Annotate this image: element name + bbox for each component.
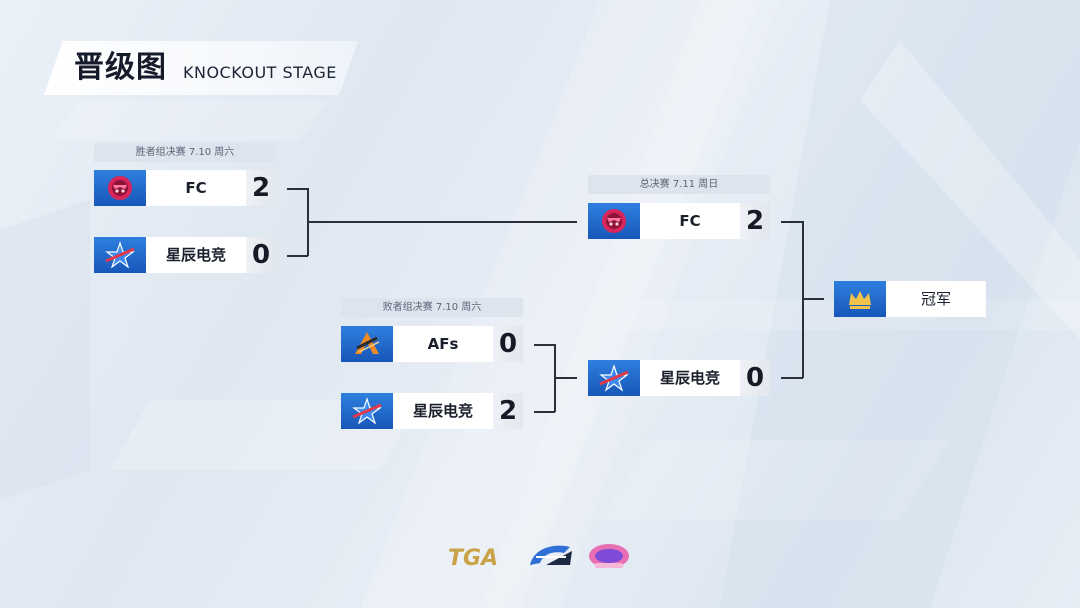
- team-score: 0: [493, 326, 523, 362]
- winners-final-team-1: FC 2: [94, 170, 276, 206]
- losers-final-label: 败者组决赛 7.10 周六: [341, 298, 523, 317]
- tga-logo-icon: TGA: [448, 546, 498, 571]
- xingchen-logo-icon: [94, 237, 146, 273]
- team-name: AFs: [393, 326, 493, 362]
- bracket-line: [802, 298, 824, 300]
- bracket-line: [307, 221, 577, 223]
- fc-logo-icon: [94, 170, 146, 206]
- team-name: 星辰电竞: [640, 360, 740, 396]
- team-name: FC: [146, 170, 246, 206]
- team-score: 2: [246, 170, 276, 206]
- bracket-line: [781, 377, 803, 379]
- page-title: 晋级图: [74, 50, 167, 85]
- team-name: 星辰电竞: [146, 237, 246, 273]
- grand-final-label: 总决赛 7.11 周日: [588, 175, 770, 194]
- losers-final-team-1: AFs 0: [341, 326, 523, 362]
- fc-logo-icon: [588, 203, 640, 239]
- losers-final-team-2: 星辰电竞 2: [341, 393, 523, 429]
- bracket-line: [802, 221, 804, 378]
- bracket-line: [287, 188, 308, 190]
- bracket-line: [534, 411, 555, 413]
- team-score: 0: [246, 237, 276, 273]
- racing-logo-icon: [530, 545, 572, 565]
- bracket-line: [534, 344, 555, 346]
- title-banner: [44, 41, 358, 95]
- winners-final-team-2: 星辰电竞 0: [94, 237, 276, 273]
- champion-label: 冠军: [886, 281, 986, 317]
- xingchen-logo-icon: [588, 360, 640, 396]
- team-score: 0: [740, 360, 770, 396]
- team-score: 2: [740, 203, 770, 239]
- crown-icon: [834, 281, 886, 317]
- page-subtitle: KNOCKOUT STAGE: [183, 63, 337, 82]
- bracket-line: [781, 221, 803, 223]
- grand-final-team-1: FC 2: [588, 203, 770, 239]
- winners-final-label: 胜者组决赛 7.10 周六: [94, 143, 276, 162]
- bracket-line: [287, 255, 308, 257]
- xingchen-logo-icon: [341, 393, 393, 429]
- tga-logo-text: TGA: [448, 546, 498, 571]
- team-name: FC: [640, 203, 740, 239]
- bracket-line: [554, 377, 577, 379]
- grand-final-team-2: 星辰电竞 0: [588, 360, 770, 396]
- champion-slot: 冠军: [834, 281, 986, 317]
- event-logo-icon: [589, 544, 629, 568]
- afs-logo-icon: [341, 326, 393, 362]
- team-name: 星辰电竞: [393, 393, 493, 429]
- team-score: 2: [493, 393, 523, 429]
